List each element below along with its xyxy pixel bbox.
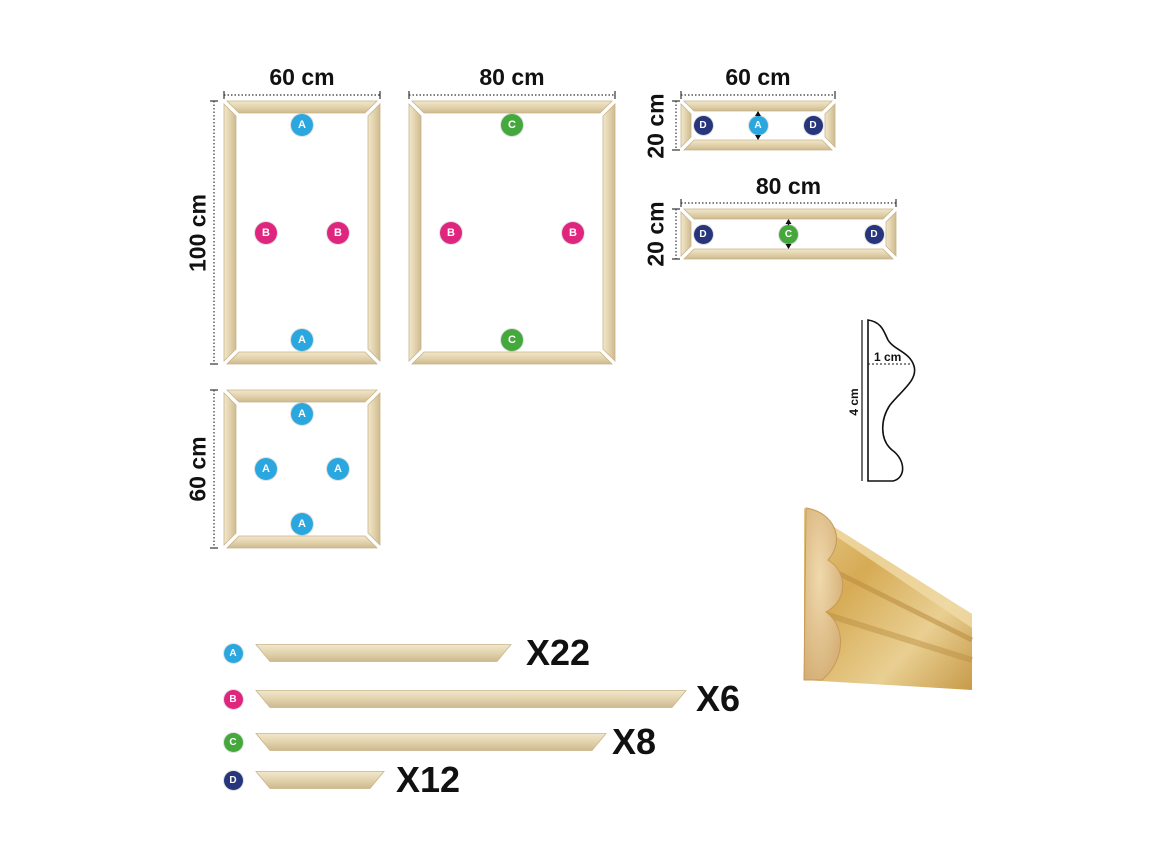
width-label: 60 cm [269,64,335,90]
frame-60x20 [680,100,836,151]
frame-piece-right [885,211,897,257]
frame-80x20 [680,208,897,260]
piece-badge-a: A [291,403,313,425]
frame-piece-top [411,100,613,114]
height-label: 100 cm [184,193,211,272]
width-label: 80 cm [755,173,822,199]
piece-badge-c: C [779,224,798,244]
frame-piece-top [226,389,378,403]
piece-badge-b: B [255,221,277,244]
piece-badge-c: C [501,329,523,351]
piece-badge-a: A [291,114,313,136]
width-label: 60 cm [725,64,791,90]
frame-piece-right [602,103,616,362]
frame-piece-top [683,208,894,220]
piece-badge-d: D [864,224,884,244]
part-badge-b: B [223,689,243,709]
frame-piece-left [223,392,237,546]
molding-piece-d [255,771,385,789]
profile-depth-label: 1 cm [874,350,902,364]
frame-piece-bottom [683,139,833,151]
profile-cross-section [861,319,916,482]
arrow-head [755,111,761,116]
part-badge-c: C [223,732,243,752]
part-quantity-c: X8 [612,721,657,762]
frame-80x100 [408,100,616,365]
arrow-head [755,135,761,140]
molding-piece-a [255,644,512,662]
part-quantity-b: X6 [696,678,741,719]
piece-badge-a: A [291,513,313,535]
frame-piece-right [824,103,836,148]
part-quantity-d: X12 [396,759,461,800]
arrow-head [785,219,792,224]
part-row-c [255,733,607,751]
frame-piece-left [408,103,422,362]
part-badge-d: D [223,770,243,790]
width-label: 80 cm [479,64,545,90]
piece-badge-a: A [291,329,313,351]
profile-outline [867,319,916,482]
frame-piece-left [680,103,692,148]
piece-badge-a: A [255,458,277,480]
part-quantity-a: X22 [526,632,591,673]
piece-badge-c: C [501,114,523,136]
part-row-b [255,690,687,708]
frame-piece-bottom [226,351,378,365]
molding-piece-b [255,690,687,708]
frame-60x100 [223,100,381,365]
height-label: 20 cm [642,92,669,159]
molding-piece-c [255,733,607,751]
part-row-d [255,771,385,789]
frame-piece-bottom [411,351,613,365]
piece-badge-b: B [440,221,462,244]
molding-sample-photo [803,507,974,690]
piece-badge-d: D [693,116,713,135]
frame-piece-top [683,100,833,112]
frame-piece-bottom [683,248,894,260]
part-row-a [255,644,512,662]
frame-piece-right [367,103,381,362]
height-label: 20 cm [642,201,669,267]
frame-piece-left [223,103,237,362]
piece-badge-b: B [327,221,349,244]
frame-piece-right [367,392,381,546]
frame-60x60 [223,389,381,549]
piece-badge-a: A [327,458,349,480]
part-badge-a: A [223,643,243,663]
piece-badge-d: D [803,116,823,135]
piece-badge-a: A [748,116,768,135]
profile-height-label: 4 cm [847,388,861,416]
frame-piece-left [680,211,692,257]
arrow-head [785,244,792,249]
frame-piece-top [226,100,378,114]
height-label: 60 cm [184,436,211,502]
frame-piece-bottom [226,535,378,549]
piece-badge-d: D [693,224,713,244]
piece-badge-b: B [562,221,584,244]
